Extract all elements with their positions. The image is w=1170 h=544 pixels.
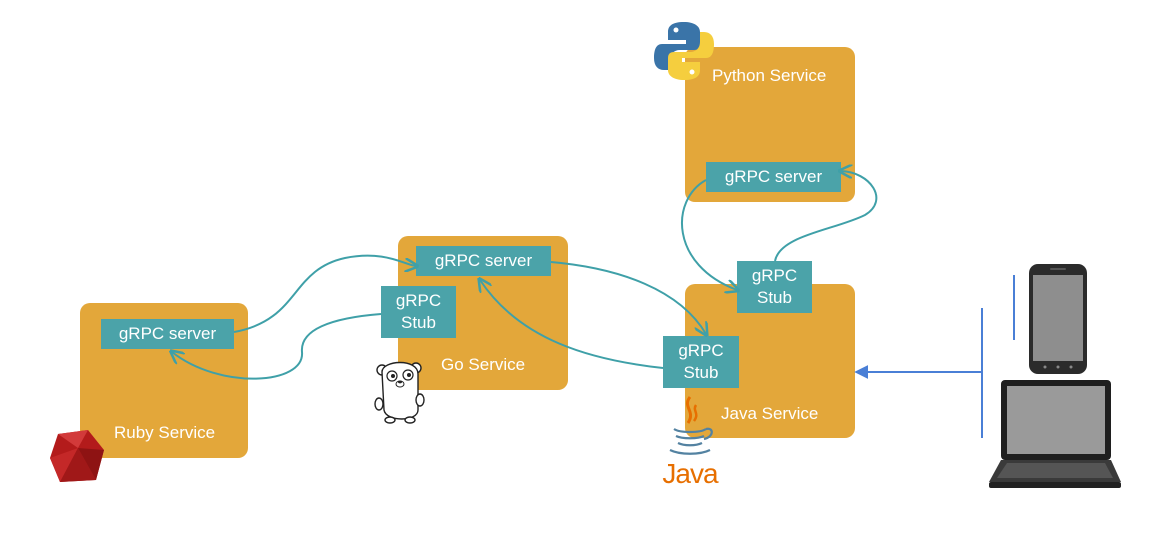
smartphone-icon xyxy=(1029,264,1087,374)
ruby-logo-icon xyxy=(50,430,104,482)
java-stub-top-line2: Stub xyxy=(757,288,792,307)
java-service-label: Java Service xyxy=(721,404,819,423)
java-stub-left-line2: Stub xyxy=(683,363,719,382)
connector-python-to-java xyxy=(680,179,737,290)
connector-ruby-to-go-server xyxy=(233,254,416,333)
go-grpc-stub: gRPC Stub xyxy=(381,286,456,338)
connector-go-stub-to-ruby xyxy=(172,313,382,380)
java-grpc-stub-left: gRPC Stub xyxy=(663,336,739,388)
java-stub-left-line1: gRPC xyxy=(678,341,724,360)
connector-go-server-to-java xyxy=(550,261,706,334)
go-grpc-server: gRPC server xyxy=(416,246,551,276)
connector-java-to-python xyxy=(774,171,878,262)
python-logo-icon xyxy=(654,22,714,80)
go-stub-line1: gRPC xyxy=(395,291,442,310)
java-wordmark: Java xyxy=(662,458,718,489)
java-cup-icon xyxy=(669,396,713,455)
java-grpc-stub-top: gRPC Stub xyxy=(737,261,812,313)
python-grpc-server: gRPC server xyxy=(706,162,841,192)
java-logo-icon: Java xyxy=(662,395,719,491)
laptop-icon xyxy=(989,380,1121,488)
go-service-label: Go Service xyxy=(441,355,526,374)
python-service-label: Python Service xyxy=(712,66,827,85)
go-stub-line2: Stub xyxy=(401,313,436,332)
connector-java-to-go-server xyxy=(480,280,664,369)
java-stub-top-line1: gRPC xyxy=(751,266,798,285)
ruby-service-label: Ruby Service xyxy=(114,423,216,442)
ruby-grpc-server: gRPC server xyxy=(101,319,234,349)
go-gopher-icon xyxy=(374,361,425,424)
